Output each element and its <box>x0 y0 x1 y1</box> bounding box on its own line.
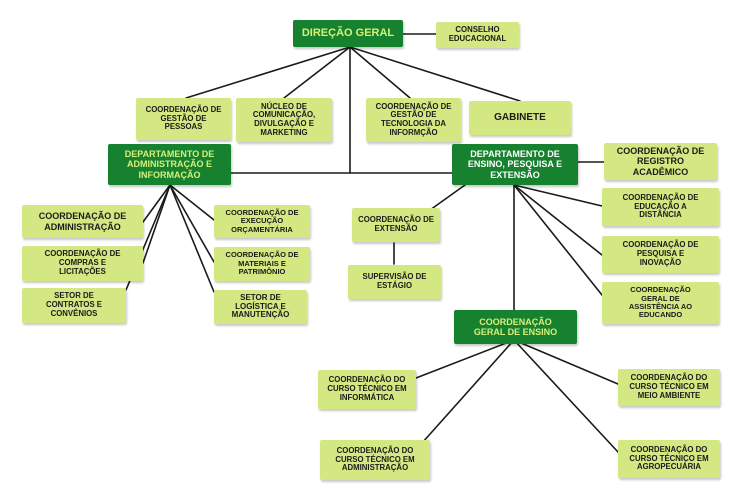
connector <box>142 184 171 264</box>
node-setor-contratos: SETOR DE CONTRATOS E CONVÊNIOS <box>22 288 126 323</box>
connector <box>513 339 619 385</box>
node-coord-gestao-ti: COORDENAÇÃO DE GESTÃO DE TECNOLOGIA DA I… <box>366 98 461 142</box>
connector <box>185 46 351 99</box>
connector <box>349 46 411 99</box>
node-label: NÚCLEO DE COMUNICAÇÃO, DIVULGAÇÃO E MARK… <box>252 101 316 137</box>
node-setor-logistica: SETOR DE LOGÍSTICA E MANUTENÇÃO <box>214 290 307 324</box>
connector <box>513 184 603 296</box>
node-conselho-educacional: CONSELHO EDUCACIONAL <box>436 22 519 48</box>
connector <box>415 339 515 379</box>
node-label: DIREÇÃO GERAL <box>301 27 395 40</box>
connector <box>349 46 521 102</box>
node-label: COORDENAÇÃO DE ADMINISTRAÇÃO <box>38 211 127 232</box>
connector <box>169 184 215 221</box>
node-coord-administracao: COORDENAÇÃO DE ADMINISTRAÇÃO <box>22 205 143 238</box>
connector <box>429 184 466 211</box>
node-label: CONSELHO EDUCACIONAL <box>448 25 507 43</box>
connector <box>142 184 171 223</box>
connector <box>169 184 215 293</box>
connector <box>413 339 515 453</box>
node-label: COORDENAÇÃO DE REGISTRO ACADÊMICO <box>616 146 705 177</box>
node-coord-execucao-orcamentaria: COORDENAÇÃO DE EXECUÇÃO ORÇAMENTÁRIA <box>214 205 310 238</box>
node-label: DEPARTAMENTO DE ENSINO, PESQUISA E EXTEN… <box>467 149 563 180</box>
node-dep-ensino: DEPARTAMENTO DE ENSINO, PESQUISA E EXTEN… <box>452 144 578 185</box>
connector <box>513 184 603 207</box>
node-direcao-geral: DIREÇÃO GERAL <box>293 20 403 47</box>
node-label: GABINETE <box>494 112 546 124</box>
node-label: COORDENAÇÃO GERAL DE ASSISTÊNCIA AO EDUC… <box>628 285 693 320</box>
node-coord-compras: COORDENAÇÃO DE COMPRAS E LICITAÇÕES <box>22 246 143 281</box>
node-label: COORDENAÇÃO DE MATERIAIS E PATRIMÔNIO <box>225 250 299 277</box>
node-label: COORDENAÇÃO DE EDUCAÇÃO A DISTÂNCIA <box>622 192 699 220</box>
node-curso-agropecuaria: COORDENAÇÃO DO CURSO TÉCNICO EM AGROPECU… <box>618 440 720 478</box>
node-coord-pesquisa-inovacao: COORDENAÇÃO DE PESQUISA E INOVAÇÃO <box>602 236 719 273</box>
node-nucleo-comunicacao: NÚCLEO DE COMUNICAÇÃO, DIVULGAÇÃO E MARK… <box>236 98 332 142</box>
node-label: SETOR DE LOGÍSTICA E MANUTENÇÃO <box>231 292 290 320</box>
node-label: COORDENAÇÃO GERAL DE ENSINO <box>473 316 558 337</box>
node-label: COORDENAÇÃO DE EXECUÇÃO ORÇAMENTÁRIA <box>225 207 299 234</box>
connector <box>283 46 351 99</box>
connector <box>169 184 215 263</box>
node-curso-meio-ambiente: COORDENAÇÃO DO CURSO TÉCNICO EM MEIO AMB… <box>618 369 720 406</box>
node-coord-assistencia-educando: COORDENAÇÃO GERAL DE ASSISTÊNCIA AO EDUC… <box>602 282 719 324</box>
node-label: COORDENAÇÃO DO CURSO TÉCNICO EM MEIO AMB… <box>629 373 709 400</box>
node-coord-materiais: COORDENAÇÃO DE MATERIAIS E PATRIMÔNIO <box>214 247 310 281</box>
node-label: COORDENAÇÃO DO CURSO TÉCNICO EM INFORMÁT… <box>327 375 407 402</box>
node-label: COORDENAÇÃO DE PESQUISA E INOVAÇÃO <box>622 240 699 267</box>
connector <box>513 339 619 453</box>
node-label: COORDENAÇÃO DO CURSO TÉCNICO EM ADMINIST… <box>335 445 415 473</box>
node-label: SETOR DE CONTRATOS E CONVÊNIOS <box>45 291 103 318</box>
node-label: DEPARTAMENTO DE ADMINISTRAÇÃO E INFORMAÇ… <box>124 149 215 180</box>
node-coord-gestao-pessoas: COORDENAÇÃO DE GESTÃO DE PESSOAS <box>136 98 231 140</box>
node-dep-administracao: DEPARTAMENTO DE ADMINISTRAÇÃO E INFORMAÇ… <box>108 144 231 185</box>
node-coord-geral-ensino: COORDENAÇÃO GERAL DE ENSINO <box>454 310 577 344</box>
node-label: COORDENAÇÃO DE GESTÃO DE TECNOLOGIA DA I… <box>375 101 452 137</box>
node-coord-educacao-distancia: COORDENAÇÃO DE EDUCAÇÃO A DISTÂNCIA <box>602 188 719 226</box>
node-gabinete: GABINETE <box>469 101 571 135</box>
node-curso-administracao: COORDENAÇÃO DO CURSO TÉCNICO EM ADMINIST… <box>320 440 430 480</box>
connector <box>513 184 603 256</box>
node-coord-extensao: COORDENAÇÃO DE EXTENSÃO <box>352 208 440 242</box>
node-supervisao-estagio: SUPERVISÃO DE ESTÁGIO <box>348 265 441 299</box>
node-label: COORDENAÇÃO DE COMPRAS E LICITAÇÕES <box>44 249 121 276</box>
node-label: COORDENAÇÃO DE EXTENSÃO <box>358 215 434 233</box>
node-curso-informatica: COORDENAÇÃO DO CURSO TÉCNICO EM INFORMÁT… <box>318 370 416 409</box>
node-label: SUPERVISÃO DE ESTÁGIO <box>362 272 427 290</box>
node-label: COORDENAÇÃO DE GESTÃO DE PESSOAS <box>145 104 222 132</box>
node-label: COORDENAÇÃO DO CURSO TÉCNICO EM AGROPECU… <box>629 444 709 472</box>
node-coord-registro-academico: COORDENAÇÃO DE REGISTRO ACADÊMICO <box>604 143 717 180</box>
